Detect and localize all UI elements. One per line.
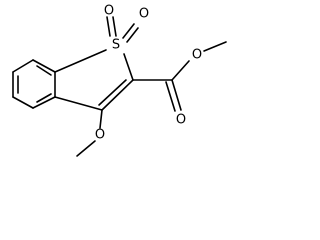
bond	[12, 96, 34, 109]
bond	[112, 16, 117, 37]
bond	[123, 53, 134, 81]
bond	[54, 49, 107, 73]
bond	[171, 60, 190, 81]
bond	[101, 79, 134, 111]
bond	[171, 79, 182, 111]
benzene-ring	[12, 59, 56, 109]
bond	[76, 140, 96, 157]
bond-inner	[36, 65, 52, 76]
structure-diagram: S O O O O O	[12, 4, 227, 157]
bond	[54, 96, 103, 111]
sulfonyl-oxygen-2: O	[139, 7, 149, 22]
ester-oxygen: O	[192, 48, 202, 63]
carbonyl-oxygen: O	[176, 113, 186, 128]
molecule-drawing: S O O O O O	[12, 4, 227, 157]
bond	[126, 27, 139, 43]
bond-inner	[36, 93, 52, 103]
bond	[106, 16, 111, 37]
sulfonyl-oxygen-1: O	[104, 4, 114, 19]
bond	[203, 41, 227, 52]
bond-double	[165, 81, 176, 112]
bond	[32, 59, 56, 73]
bond	[122, 23, 135, 39]
bond	[32, 96, 56, 109]
methoxy-oxygen: O	[95, 128, 105, 143]
bond	[12, 59, 34, 73]
bond	[99, 109, 103, 129]
bond-double	[98, 79, 127, 106]
sulfur-atom: S	[112, 38, 120, 53]
thiophene-ring	[54, 49, 134, 111]
